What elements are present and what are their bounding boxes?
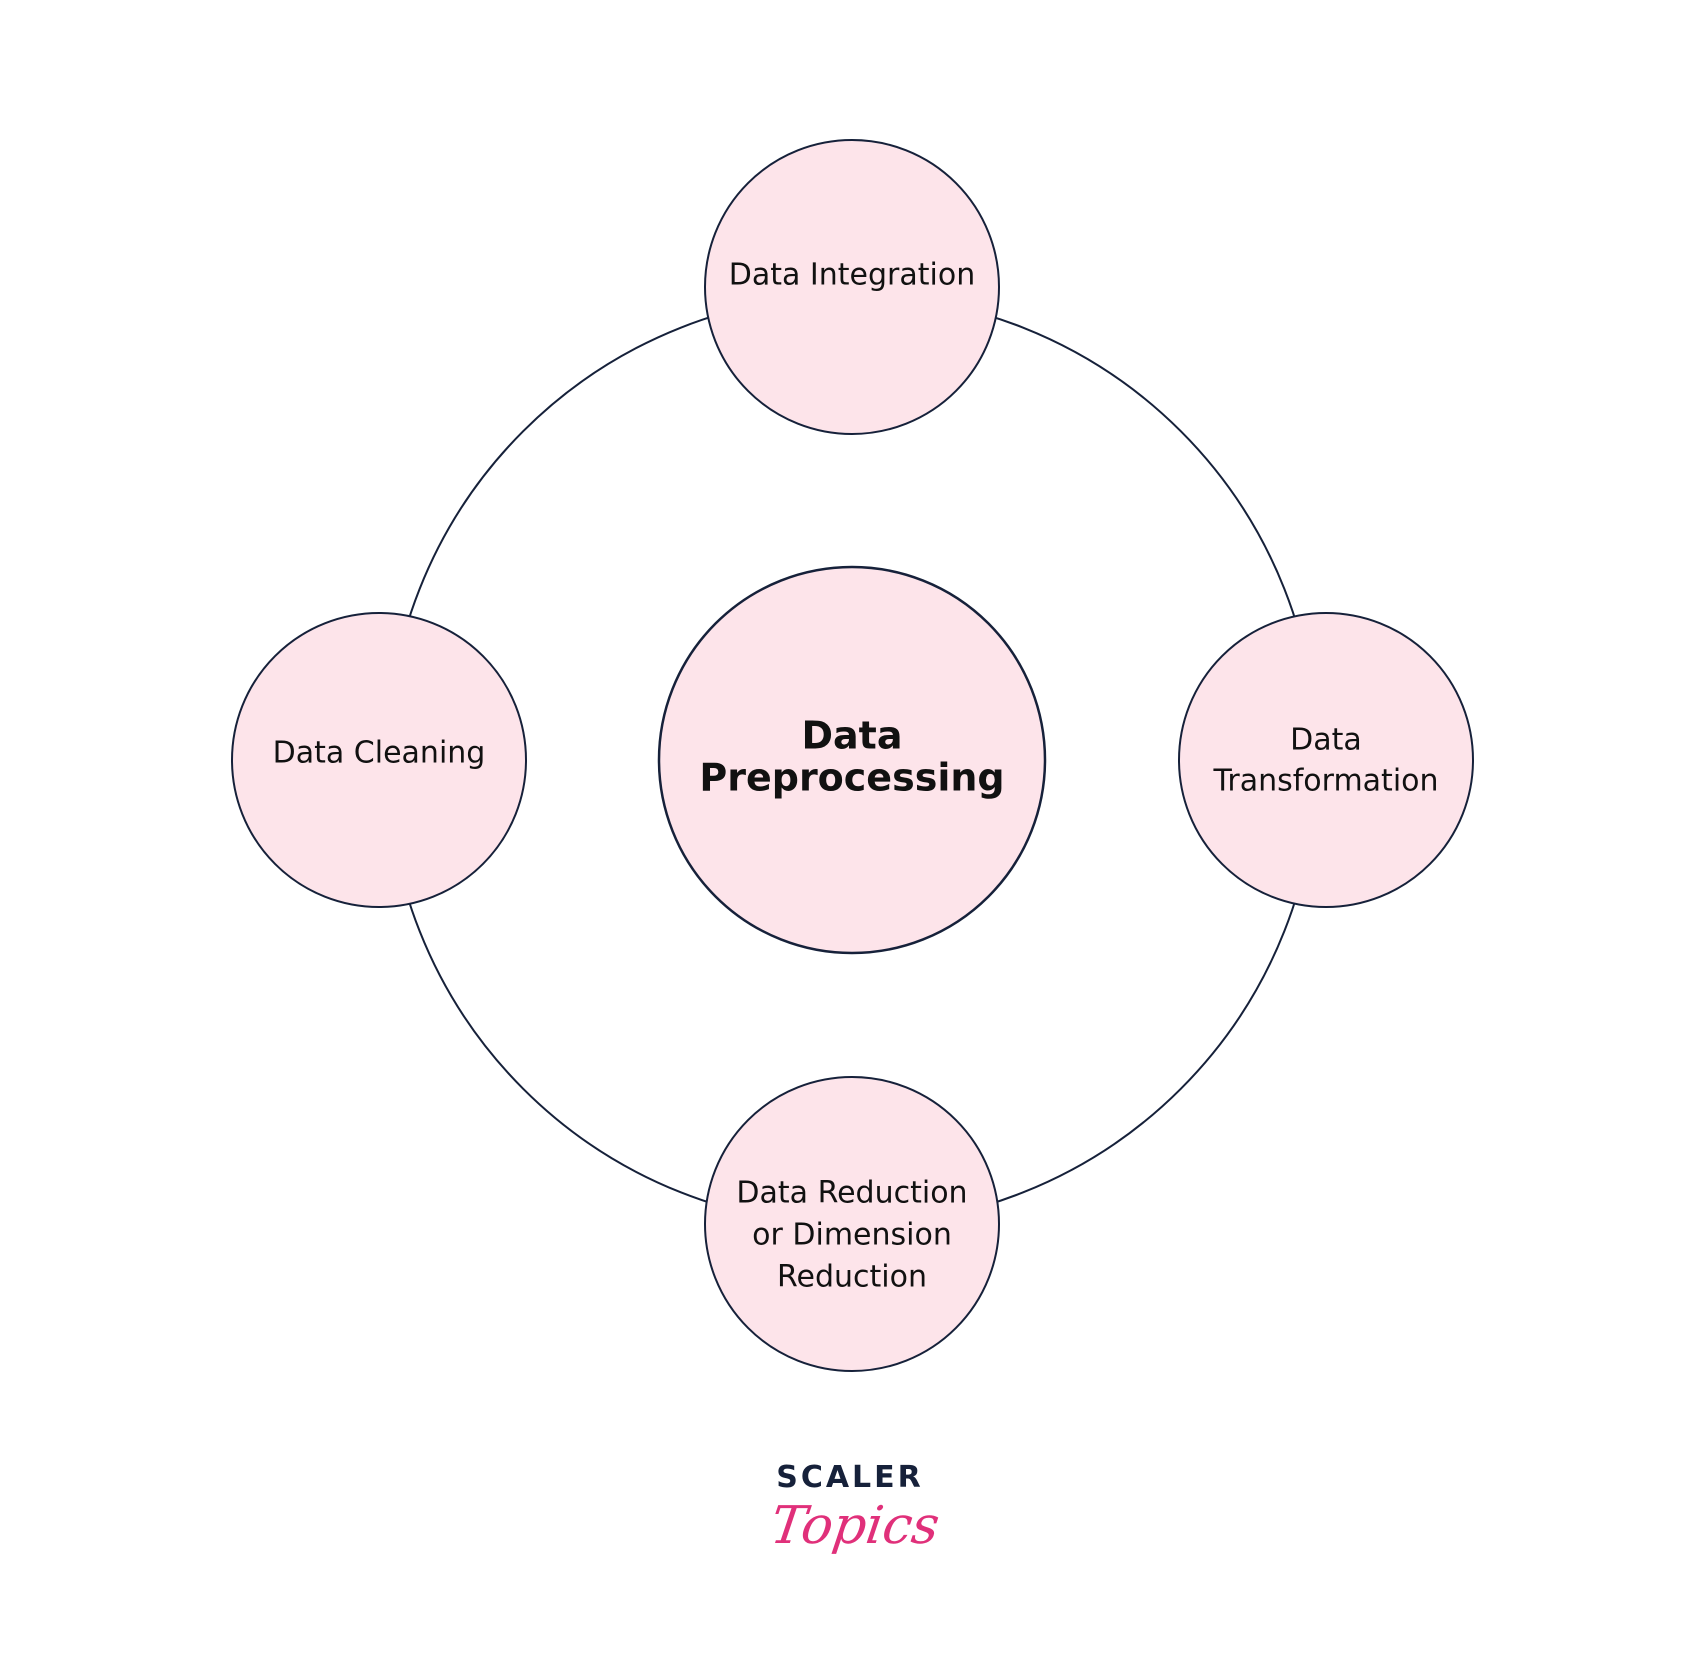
logo-scaler-text: SCALER [776,1460,924,1495]
node-label: Data Cleaning [273,736,486,771]
node-label-line3: Reduction [777,1260,927,1295]
center-label-line2: Preprocessing [699,756,1004,800]
center-label-line1: Data [802,714,903,758]
node-data-reduction: Data Reduction or Dimension Reduction [704,1076,1000,1372]
center-circle [657,565,1047,955]
logo-topics-text: Topics [766,1496,944,1556]
node-circle [1178,612,1474,908]
node-label-line2: or Dimension [752,1218,952,1253]
node-data-cleaning: Data Cleaning [231,612,527,908]
node-label-line1: Data [1290,723,1362,758]
node-data-preprocessing: Data Preprocessing [657,565,1047,955]
node-data-transformation: Data Transformation [1178,612,1474,908]
node-label-line2: Transformation [1212,764,1438,799]
scaler-topics-logo: SCALER Topics [767,1460,943,1580]
node-circle [704,1076,1000,1372]
node-data-integration: Data Integration [704,139,1000,435]
node-label-line1: Data Reduction [736,1176,967,1211]
node-circle [231,612,527,908]
node-circle [704,139,1000,435]
node-label: Data Integration [729,258,975,293]
